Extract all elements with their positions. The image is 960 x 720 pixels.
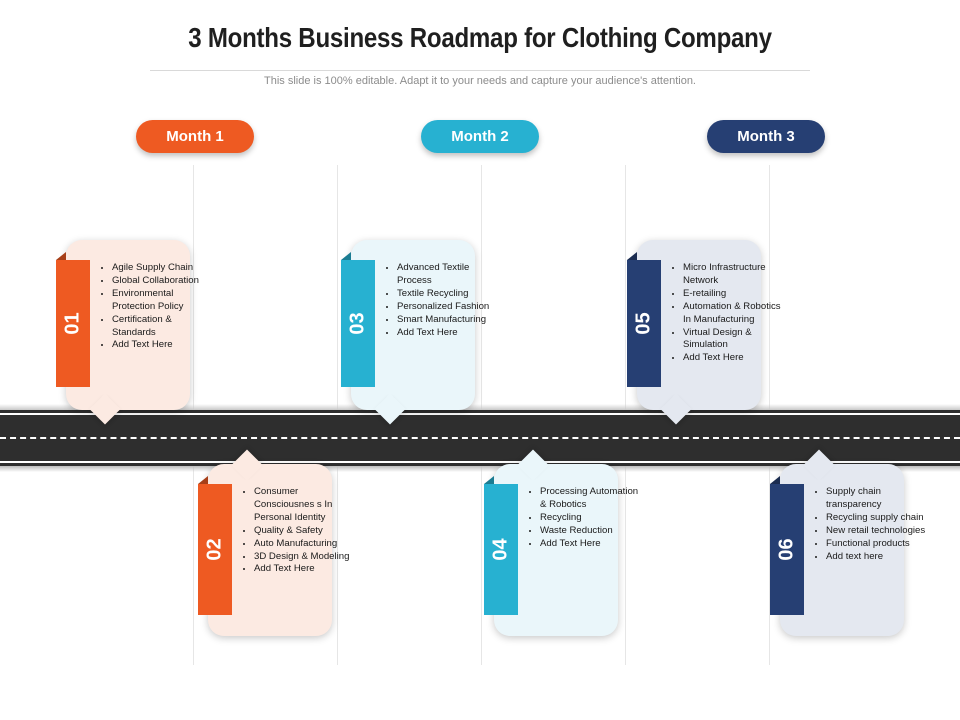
step-number: 05 xyxy=(632,312,655,335)
step-tab: 06 xyxy=(770,476,804,615)
step-list-item: Add Text Here xyxy=(254,563,354,576)
road-shadow xyxy=(0,404,960,410)
step-list-item: Advanced Textile Process xyxy=(397,262,497,288)
step-list-item: Certification & Standards xyxy=(112,314,212,340)
step-list: Processing Automation & RoboticsRecyclin… xyxy=(520,486,640,551)
road-edge-top xyxy=(0,413,960,415)
road-shadow xyxy=(0,466,960,472)
step-list-item: Functional products xyxy=(826,538,926,551)
step-list-item: Consumer Consciousnes s In Personal Iden… xyxy=(254,486,354,525)
step-list-item: Textile Recycling xyxy=(397,288,497,301)
step-card-06: 06 Supply chain transparencyRecycling su… xyxy=(770,449,925,636)
road-center-line xyxy=(0,437,960,439)
month-3-pill: Month 3 xyxy=(707,120,825,153)
tab-fold xyxy=(627,252,637,260)
step-list-item: Recycling supply chain xyxy=(826,512,926,525)
step-list-item: Waste Reduction xyxy=(540,525,640,538)
step-card-04: 04 Processing Automation & RoboticsRecyc… xyxy=(484,449,638,636)
step-list-item: Add Text Here xyxy=(683,352,783,365)
step-list-item: Virtual Design & Simulation xyxy=(683,327,783,353)
step-card-03: 03 Advanced Textile ProcessTextile Recyc… xyxy=(341,240,489,425)
step-list-item: Quality & Safety xyxy=(254,525,354,538)
step-list-item: Recycling xyxy=(540,512,640,525)
step-card-05: 05 Micro Infrastructure NetworkE-retaili… xyxy=(627,240,781,425)
step-list-item: Processing Automation & Robotics xyxy=(540,486,640,512)
step-card-01: 01 Agile Supply ChainGlobal Collaboratio… xyxy=(56,240,199,425)
step-list-item: Add Text Here xyxy=(540,538,640,551)
step-number: 01 xyxy=(61,312,84,335)
step-list-item: Supply chain transparency xyxy=(826,486,926,512)
road-edge-bottom xyxy=(0,461,960,463)
month-1-pill: Month 1 xyxy=(136,120,254,153)
step-list-item: Add Text Here xyxy=(112,339,212,352)
step-number: 04 xyxy=(489,538,512,561)
slide-subtitle: This slide is 100% editable. Adapt it to… xyxy=(264,75,696,87)
tab-fold xyxy=(484,476,494,484)
step-tab: 03 xyxy=(341,252,375,387)
step-list: Advanced Textile ProcessTextile Recyclin… xyxy=(377,262,497,339)
step-list-item: Agile Supply Chain xyxy=(112,262,212,275)
step-list-item: Smart Manufacturing xyxy=(397,314,497,327)
step-list: Supply chain transparencyRecycling suppl… xyxy=(806,486,926,563)
road xyxy=(0,410,960,466)
step-list-item: Add Text Here xyxy=(397,327,497,340)
step-list-item: Automation & Robotics In Manufacturing xyxy=(683,301,783,327)
step-tab: 02 xyxy=(198,476,232,615)
month-2-pill: Month 2 xyxy=(421,120,539,153)
step-list: Consumer Consciousnes s In Personal Iden… xyxy=(234,486,354,576)
step-list-item: Add text here xyxy=(826,551,926,564)
tab-fold xyxy=(56,252,66,260)
step-list-item: 3D Design & Modeling xyxy=(254,551,354,564)
tab-fold xyxy=(341,252,351,260)
step-list-item: Micro Infrastructure Network xyxy=(683,262,783,288)
step-list-item: New retail technologies xyxy=(826,525,926,538)
step-list: Agile Supply ChainGlobal CollaborationEn… xyxy=(92,262,212,352)
step-number: 03 xyxy=(346,312,369,335)
step-tab: 04 xyxy=(484,476,518,615)
slide-title: 3 Months Business Roadmap for Clothing C… xyxy=(188,22,772,53)
tab-fold xyxy=(770,476,780,484)
step-list-item: E-retailing xyxy=(683,288,783,301)
step-tab: 05 xyxy=(627,252,661,387)
step-list-item: Environmental Protection Policy xyxy=(112,288,212,314)
step-number: 02 xyxy=(203,538,226,561)
step-number: 06 xyxy=(775,538,798,561)
step-list-item: Global Collaboration xyxy=(112,275,212,288)
step-list-item: Auto Manufacturing xyxy=(254,538,354,551)
step-tab: 01 xyxy=(56,252,90,387)
step-list-item: Personalized Fashion xyxy=(397,301,497,314)
step-card-02: 02 Consumer Consciousnes s In Personal I… xyxy=(198,449,349,636)
tab-fold xyxy=(198,476,208,484)
step-list: Micro Infrastructure NetworkE-retailingA… xyxy=(663,262,783,365)
title-divider xyxy=(150,70,810,71)
